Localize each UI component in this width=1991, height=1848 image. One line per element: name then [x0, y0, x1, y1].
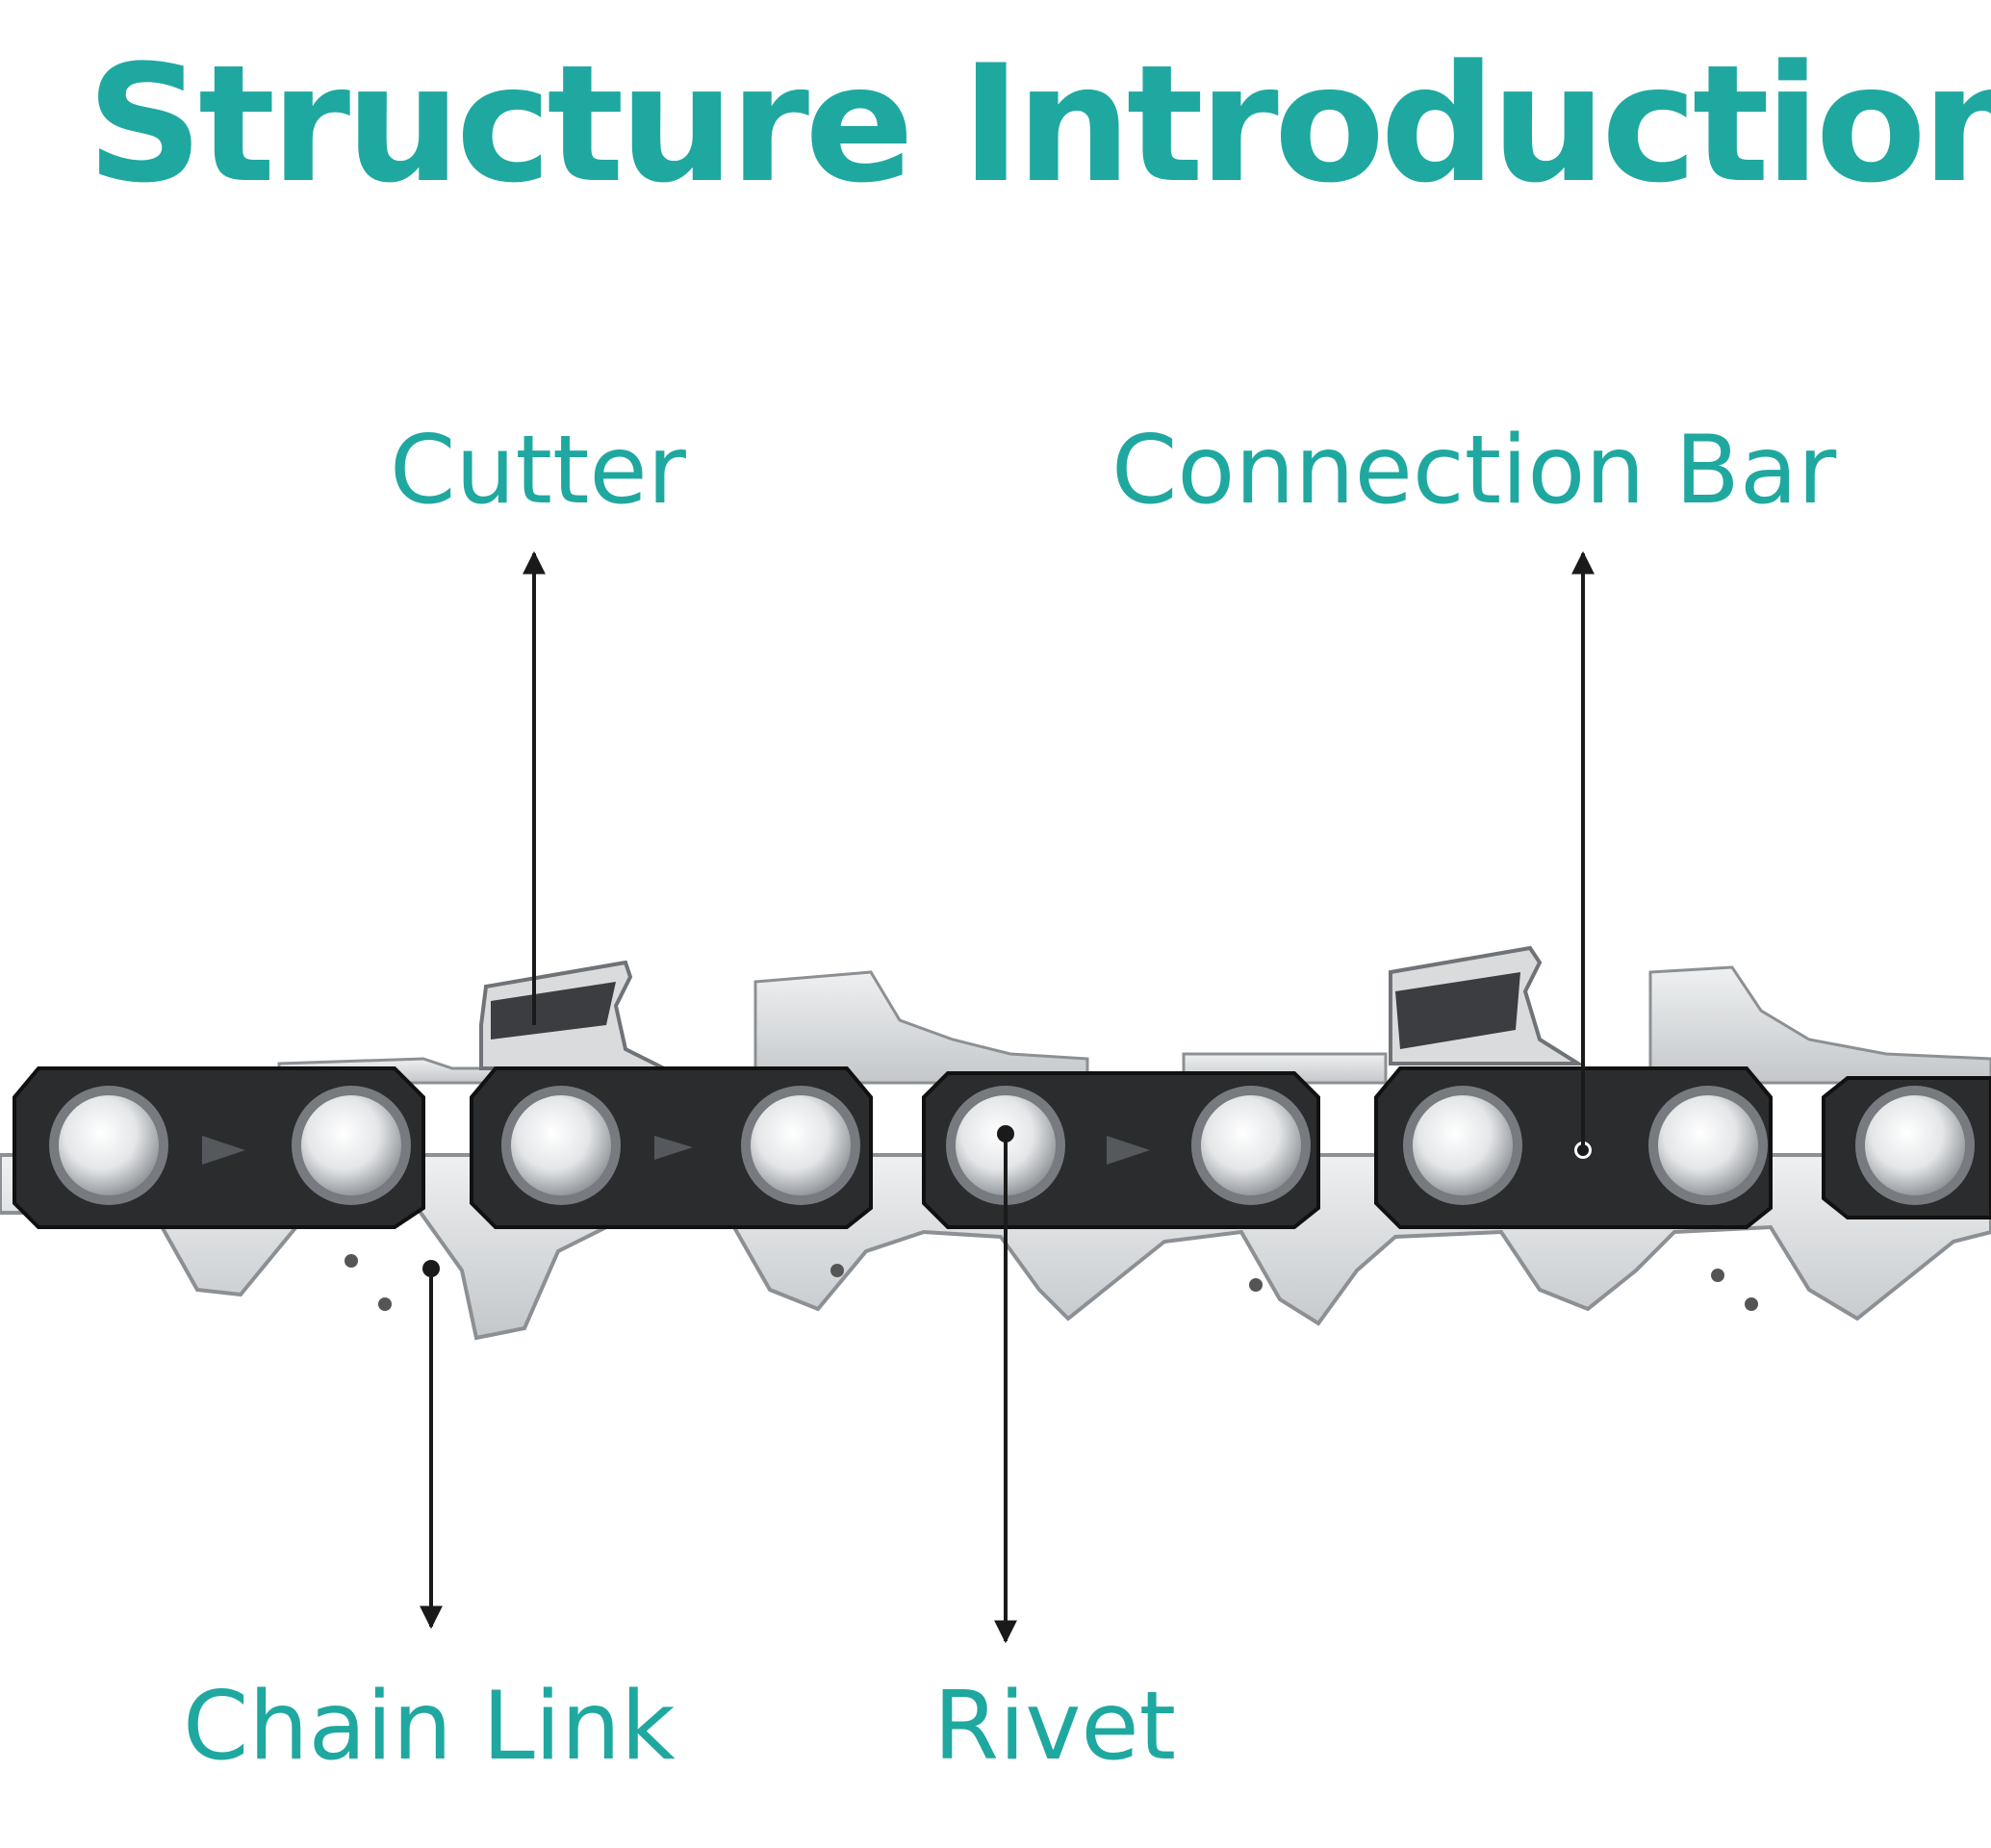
- rivet: [501, 1086, 621, 1205]
- rivet-label: Rivet: [933, 1672, 1177, 1782]
- cutter-teeth: [479, 945, 1585, 1070]
- connection-bar-label: Connection Bar: [1111, 416, 1837, 526]
- rivets: [49, 1086, 1975, 1205]
- rivet: [292, 1086, 411, 1205]
- rivet: [1191, 1086, 1311, 1205]
- rivet: [49, 1086, 168, 1205]
- rivet: [1855, 1086, 1975, 1205]
- rivet: [1403, 1086, 1522, 1205]
- page-title: Structure Introduction: [87, 30, 1991, 218]
- rivet: [741, 1086, 860, 1205]
- cutter-label: Cutter: [390, 416, 686, 526]
- rivet: [1648, 1086, 1768, 1205]
- leader-arrows: [420, 551, 1595, 1644]
- chain-link-label: Chain Link: [183, 1672, 676, 1782]
